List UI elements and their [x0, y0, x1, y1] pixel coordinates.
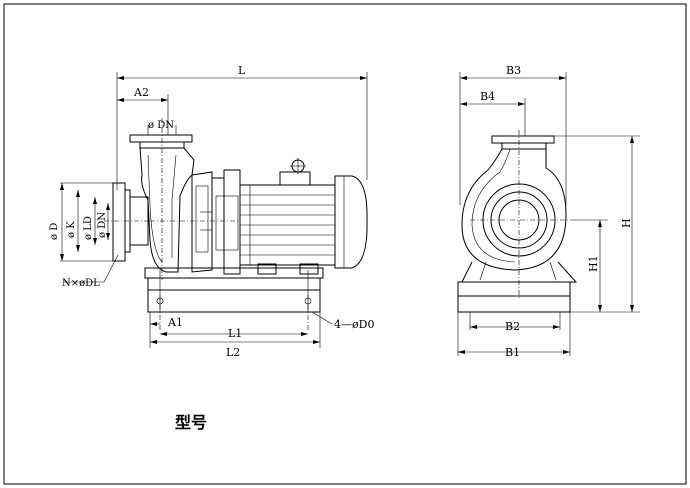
dim-L-label: L	[238, 64, 246, 77]
sheet-border	[3, 3, 687, 485]
end-view	[457, 72, 640, 356]
dim-D0-label: 4—øD0	[334, 318, 374, 331]
dim-NDL-label: N×øDL	[62, 278, 100, 289]
dim-L1-label: L1	[228, 327, 242, 340]
dim-LD-label: ø LD	[83, 216, 94, 240]
dim-B4-label: B4	[480, 90, 495, 103]
dim-DN-top-label: ø DN	[148, 120, 174, 131]
dim-B3-label: B3	[506, 64, 521, 77]
dim-L2-label: L2	[226, 346, 240, 359]
dim-A1-label: A1	[167, 316, 183, 329]
model-caption: 型号	[175, 413, 207, 432]
dim-D-label: ø D	[49, 223, 60, 240]
dim-H1-label: H1	[587, 255, 600, 272]
dim-K-label: ø K	[66, 221, 77, 238]
dim-B1-label: B1	[505, 346, 520, 359]
dim-A2-label: A2	[133, 86, 149, 99]
dim-B2-label: B2	[505, 320, 520, 333]
side-view	[60, 72, 368, 348]
dim-DN-side-label: ø DN	[97, 212, 108, 238]
dim-H-label: H	[620, 218, 633, 228]
